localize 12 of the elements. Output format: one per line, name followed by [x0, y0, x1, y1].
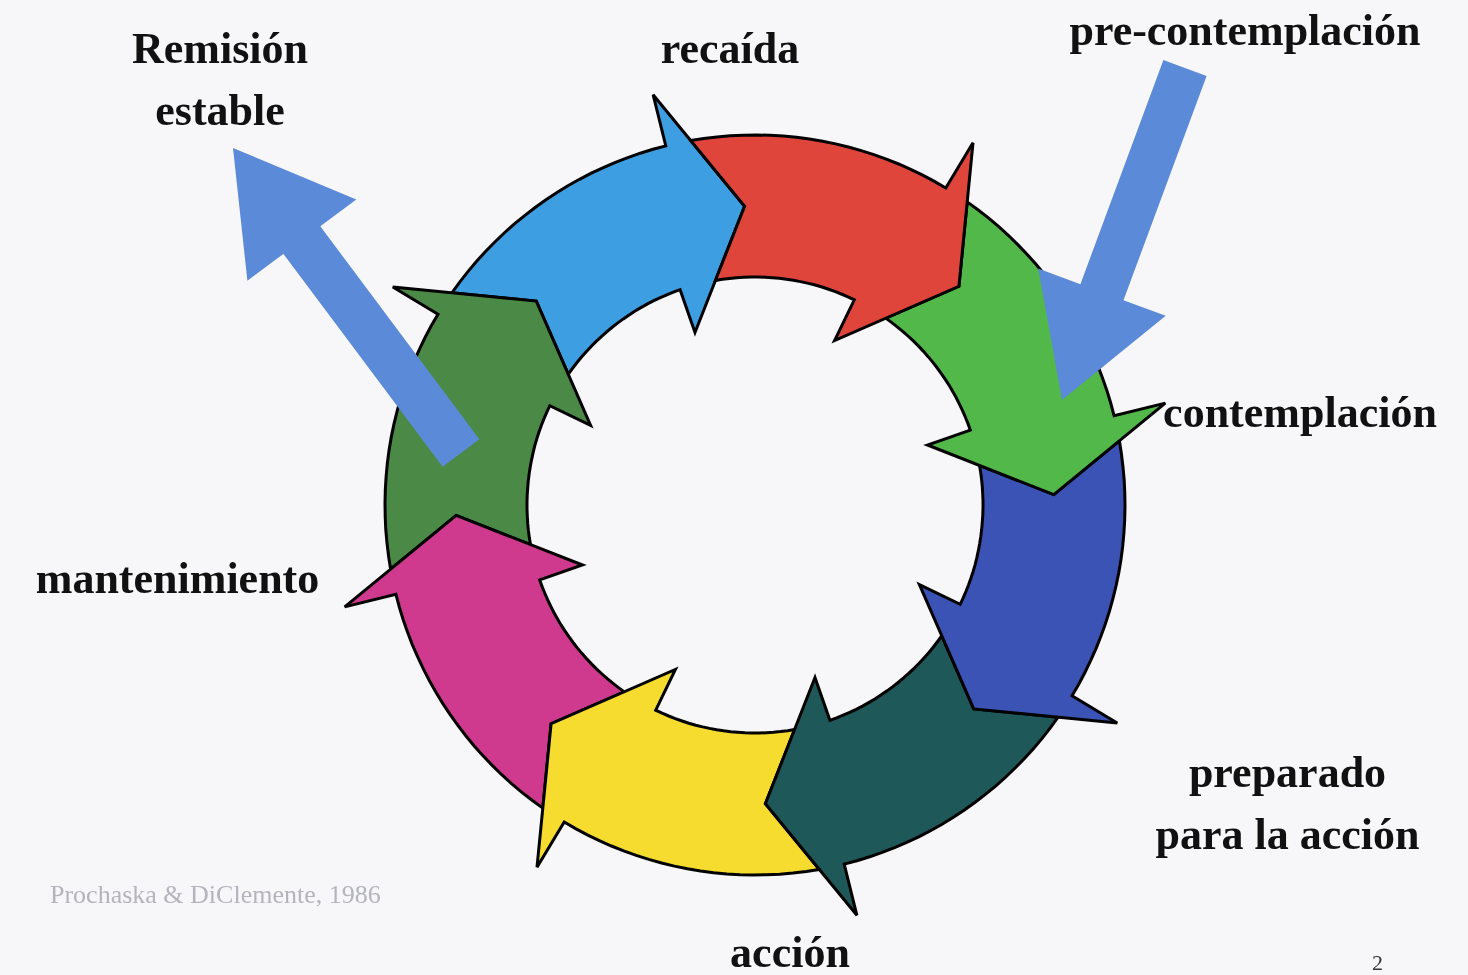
stage-label: Remisión estable [90, 18, 350, 142]
stage-label: mantenimiento [5, 548, 350, 610]
page-number: 2 [1372, 950, 1383, 975]
stage-label: pre-contemplación [1030, 0, 1460, 62]
arrow [1038, 60, 1207, 400]
stage-label: recaída [620, 18, 840, 80]
stage-label: preparado para la acción [1140, 742, 1435, 866]
citation: Prochaska & DiClemente, 1986 [50, 880, 381, 910]
arrow [233, 148, 480, 467]
stage-label: acción [690, 922, 890, 975]
stage-label: contemplación [1135, 382, 1465, 444]
cycle-arrow-segment [687, 133, 975, 344]
